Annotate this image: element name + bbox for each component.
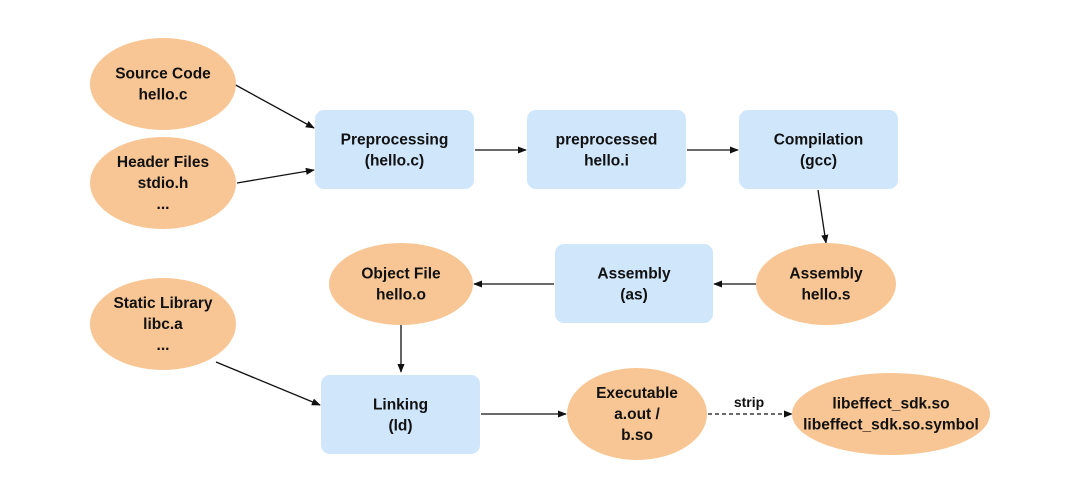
node-preprocessing: Preprocessing (hello.c) bbox=[315, 110, 474, 189]
label-line: b.so bbox=[621, 427, 653, 444]
label-line: preprocessed bbox=[556, 132, 658, 149]
node-object-file-label: Object File hello.o bbox=[361, 266, 441, 304]
label-line: Header Files bbox=[117, 154, 209, 171]
label-line: Assembly bbox=[597, 266, 671, 283]
node-linking-label: Linking (ld) bbox=[373, 397, 428, 435]
label-line: hello.o bbox=[376, 287, 426, 304]
node-assembly-file: Assembly hello.s bbox=[756, 243, 896, 325]
label-line: hello.s bbox=[801, 287, 850, 304]
label-line: Static Library bbox=[113, 295, 212, 312]
label-line: Assembly bbox=[789, 266, 863, 283]
label-line: (as) bbox=[620, 287, 648, 304]
label-line: Object File bbox=[361, 266, 441, 283]
label-line: hello.i bbox=[584, 153, 629, 170]
node-stripped-output: libeffect_sdk.so libeffect_sdk.so.symbol bbox=[792, 373, 990, 455]
node-executable: Executable a.out / b.so bbox=[567, 368, 707, 460]
edge-label-strip: strip bbox=[734, 394, 764, 410]
label-line: Source Code bbox=[115, 66, 211, 83]
label-line: a.out / bbox=[614, 406, 660, 423]
node-linking: Linking (ld) bbox=[321, 375, 480, 454]
node-preprocessing-label: Preprocessing (hello.c) bbox=[341, 132, 449, 170]
label-line: (ld) bbox=[388, 418, 412, 435]
label-line: ... bbox=[157, 337, 170, 354]
node-compilation: Compilation (gcc) bbox=[739, 110, 898, 189]
node-preprocessed-label: preprocessed hello.i bbox=[556, 132, 658, 170]
edge-source-code-to-preprocessing bbox=[231, 82, 315, 129]
label-line: ... bbox=[157, 196, 170, 213]
node-assembly-process-label: Assembly (as) bbox=[597, 266, 671, 304]
node-header-files-label: Header Files stdio.h... bbox=[117, 154, 209, 213]
node-assembly-file-label: Assembly hello.s bbox=[789, 266, 863, 304]
node-executable-label: Executable a.out / b.so bbox=[596, 385, 678, 444]
node-preprocessed: preprocessed hello.i bbox=[527, 110, 686, 189]
label-line: (hello.c) bbox=[365, 153, 424, 170]
node-source-code-label: Source Code hello.c bbox=[115, 66, 211, 104]
node-static-library-label: Static Library libc.a... bbox=[113, 295, 212, 354]
node-static-library: Static Library libc.a... bbox=[90, 278, 236, 370]
label-line: Compilation bbox=[774, 132, 864, 149]
node-stripped-output-label: libeffect_sdk.so libeffect_sdk.so.symbol bbox=[803, 396, 979, 434]
node-assembly-process: Assembly (as) bbox=[555, 244, 713, 323]
edge-static-library-to-linking bbox=[215, 361, 321, 406]
edge-compilation-to-assembly-file bbox=[817, 189, 829, 244]
label-line: libeffect_sdk.so bbox=[832, 396, 949, 413]
label-line: Linking bbox=[373, 397, 428, 414]
label-line: Preprocessing bbox=[341, 132, 449, 149]
label-line: hello.c bbox=[138, 87, 187, 104]
node-compilation-label: Compilation (gcc) bbox=[774, 132, 864, 170]
node-header-files: Header Files stdio.h... bbox=[90, 137, 236, 229]
edge-header-files-to-preprocessing bbox=[236, 167, 315, 184]
label-line: stdio.h bbox=[138, 175, 189, 192]
label-line: Executable bbox=[596, 385, 678, 402]
edges-layer: strip bbox=[215, 82, 829, 418]
label-line: libc.a bbox=[143, 316, 183, 333]
label-line: libeffect_sdk.so.symbol bbox=[803, 417, 979, 434]
node-object-file: Object File hello.o bbox=[329, 243, 473, 325]
nodes-layer: Source Code hello.c Header Files stdio.h..… bbox=[90, 38, 990, 460]
node-source-code: Source Code hello.c bbox=[90, 38, 236, 130]
label-line: (gcc) bbox=[800, 153, 837, 170]
